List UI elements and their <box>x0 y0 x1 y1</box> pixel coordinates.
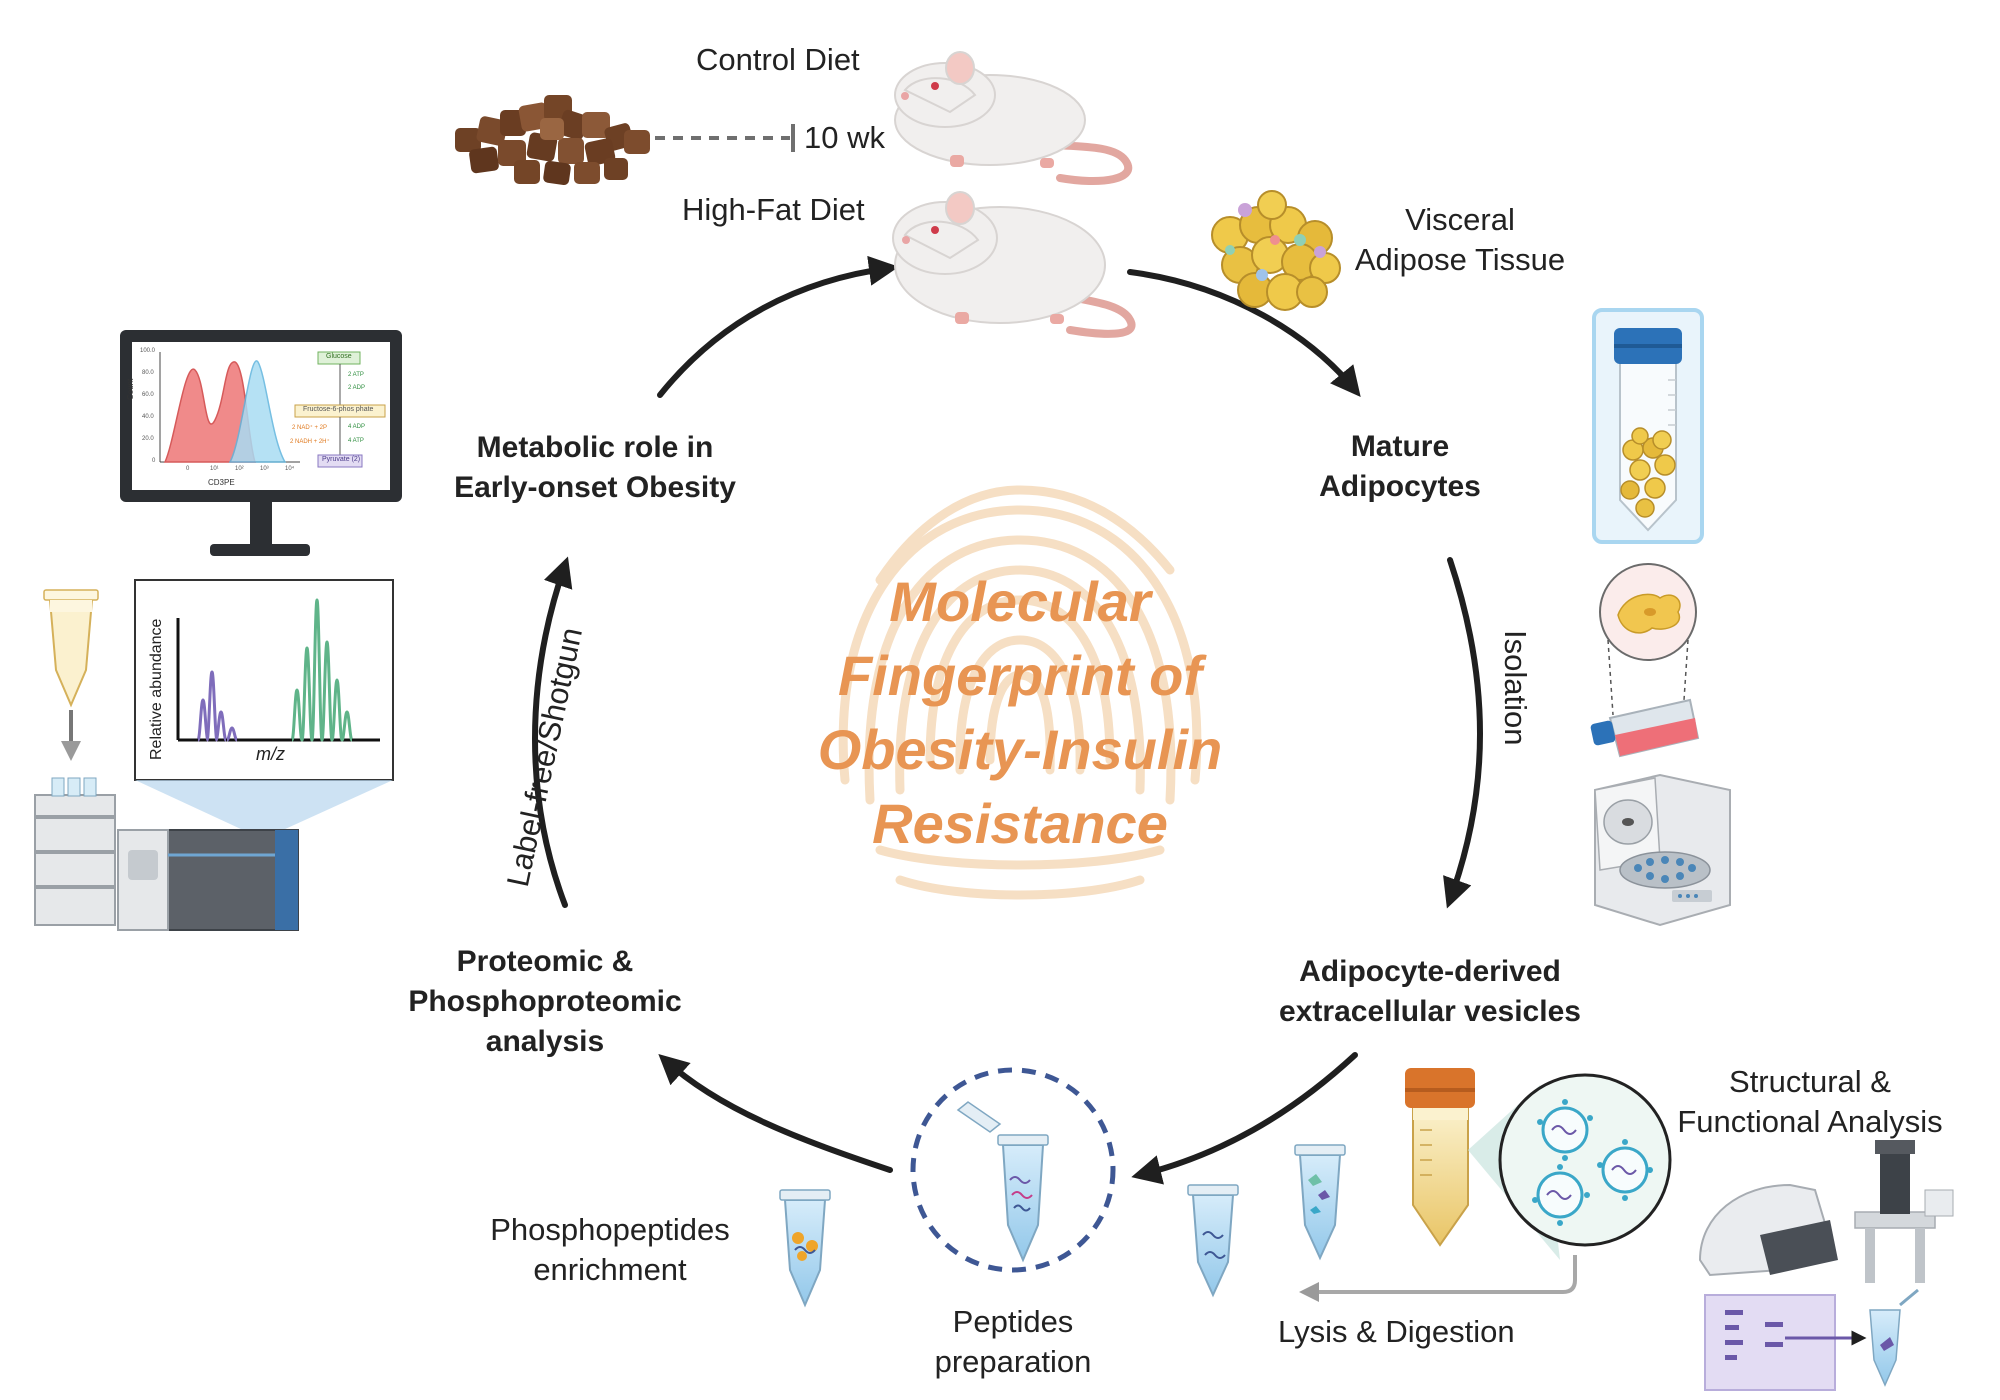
lysis-tube-icon <box>1294 1144 1346 1261</box>
tube-mature-adipocytes-icon <box>1592 308 1704 544</box>
culture-flask-icon <box>1590 698 1700 758</box>
pathway-atp2: 4 ATP <box>348 438 364 444</box>
control-diet-label: Control Diet <box>696 42 860 77</box>
electron-microscope-icon <box>1854 1140 1954 1283</box>
flow-ytick-40: 40.0 <box>142 414 154 420</box>
mature-label-line2: Adipocytes <box>1319 470 1481 503</box>
pathway-nad: 2 NAD⁺ + 2P <box>292 425 328 431</box>
flow-ytick-0: 0 <box>152 458 156 464</box>
duration-label: 10 wk <box>804 120 885 155</box>
ms-ylabel: Relative abundance <box>148 618 165 760</box>
cycle-arrows <box>532 255 1483 1185</box>
mature-label-line1: Mature <box>1350 430 1450 463</box>
lysis-arrow <box>1299 1255 1577 1302</box>
flow-ytick-20: 20.0 <box>142 436 154 442</box>
phospho-label-line1: Phosphopeptides <box>490 1212 730 1247</box>
central-title: Molecular Fingerprint of Obesity-Insulin… <box>770 565 1270 861</box>
phospho-tube-icon <box>779 1189 831 1308</box>
adipocyte-cell-icon <box>1599 563 1697 716</box>
proteomic-label: Proteomic & Phosphoproteomic analysis <box>395 942 695 1062</box>
pathway-panel <box>294 351 386 468</box>
adipose-tissue-icon <box>1211 190 1341 311</box>
pathway-atp1: 2 ATP <box>348 372 364 378</box>
flow-xtick-3: 10³ <box>260 466 269 472</box>
metabolic-label-line1: Metabolic role in <box>476 431 714 464</box>
arrow-isolation <box>1443 557 1483 909</box>
pathway-f6p: Fructose-6-phos phate <box>303 406 374 413</box>
control-mouse-icon <box>894 51 1133 185</box>
lysis-label: Lysis & Digestion <box>1278 1314 1515 1349</box>
arrow-to-proteomic <box>658 1053 893 1173</box>
flow-peak-blue <box>228 360 287 463</box>
evs-label: Adipocyte-derived extracellular vesicles <box>1250 952 1610 1032</box>
arrow-to-metabolic <box>532 556 573 908</box>
arrow-to-peptides <box>1131 1052 1358 1185</box>
arrow-to-mature-adipocytes <box>1127 269 1361 397</box>
arrow-to-high-fat-mouse <box>657 255 899 398</box>
flow-ytick-60: 60.0 <box>142 392 154 398</box>
tissue-label-line1: Visceral <box>1405 202 1515 237</box>
food-pellets-icon <box>455 95 650 186</box>
flow-xlabel: CD3PE <box>208 478 235 487</box>
peptides-label-line1: Peptides <box>952 1304 1074 1339</box>
flow-xtick-2: 10² <box>235 466 244 472</box>
title-line1: Molecular <box>889 570 1151 633</box>
structural-label-line2: Functional Analysis <box>1677 1104 1943 1139</box>
tissue-label-line2: Adipose Tissue <box>1354 242 1566 277</box>
flow-xtick-4: 10⁴ <box>285 466 295 472</box>
structural-label-line1: Structural & <box>1729 1064 1891 1099</box>
flow-peak-red <box>163 361 257 463</box>
high-fat-diet-label: High-Fat Diet <box>682 192 865 227</box>
ms-xlabel: m/z <box>256 744 285 764</box>
pathway-adp2: 4 ADP <box>348 424 366 430</box>
flow-xtick-1: 10¹ <box>210 466 219 472</box>
proteomic-label-line2: Phosphoproteomic <box>408 985 682 1018</box>
flow-plot <box>159 352 300 463</box>
title-line3: Obesity-Insulin <box>817 718 1223 781</box>
title-line4: Resistance <box>872 792 1168 855</box>
phospho-label-line2: enrichment <box>533 1252 687 1287</box>
evs-label-line1: Adipocyte-derived <box>1299 955 1561 988</box>
mature-adipocytes-label: Mature Adipocytes <box>1300 427 1500 507</box>
high-fat-mouse-icon <box>892 191 1136 338</box>
tissue-label: Visceral Adipose Tissue <box>1330 200 1590 280</box>
flow-ytick-100: 100.0 <box>140 348 156 354</box>
proteomic-label-line1: Proteomic & <box>456 945 634 978</box>
metabolic-label-line2: Early-onset Obesity <box>454 471 736 504</box>
peptides-label-line2: preparation <box>934 1344 1092 1379</box>
centrifuge-icon <box>1594 773 1731 927</box>
pathway-glucose: Glucose <box>326 353 352 360</box>
evs-label-line2: extracellular vesicles <box>1279 995 1581 1028</box>
pathway-adp1: 2 ADP <box>348 385 366 391</box>
sample-tube-icon <box>43 589 99 708</box>
western-blot-gel-icon <box>1704 1288 1919 1391</box>
title-line2: Fingerprint of <box>838 644 1202 707</box>
digestion-tube-icon <box>1187 1184 1239 1298</box>
peptides-label: Peptides preparation <box>913 1302 1113 1382</box>
phospho-label: Phosphopeptides enrichment <box>470 1210 750 1290</box>
isolation-label: Isolation <box>1498 630 1533 746</box>
peptides-icon <box>910 1067 1116 1273</box>
metabolic-label: Metabolic role in Early-onset Obesity <box>435 428 755 508</box>
flow-ylabel: Count <box>126 378 135 400</box>
nanoparticle-analyzer-icon <box>1698 1183 1838 1277</box>
vesicles-zoom-icon <box>1498 1073 1672 1247</box>
pathway-nadh: 2 NADH + 2H⁺ <box>290 439 330 445</box>
ms-spectrum-panel <box>134 579 394 830</box>
fingerprint-icon <box>838 485 1202 900</box>
flow-ytick-80: 80.0 <box>142 370 154 376</box>
pathway-pyruvate: Pyruvate (2) <box>322 456 361 463</box>
structural-label: Structural & Functional Analysis <box>1660 1062 1960 1142</box>
lc-ms-system-icon <box>34 777 299 931</box>
flow-xtick-0: 0 <box>186 466 190 472</box>
proteomic-label-line3: analysis <box>485 1025 605 1058</box>
